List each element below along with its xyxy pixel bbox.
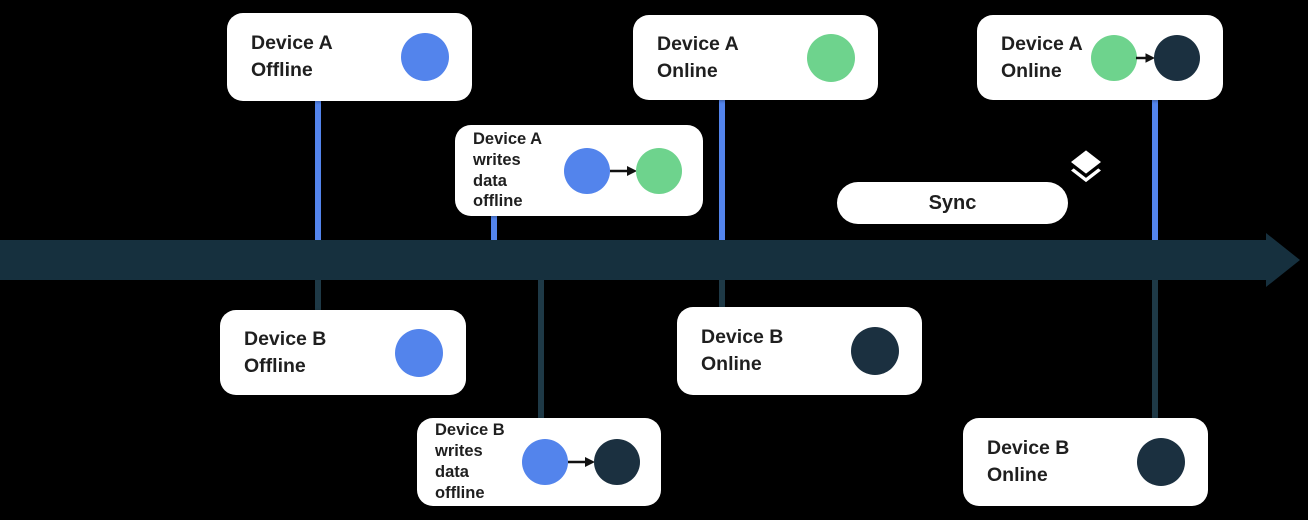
card-line: writes [473,150,521,169]
state-dots [395,328,443,377]
offline-state-dot-icon [401,33,449,81]
state-dots [851,327,899,375]
connector-device-b-offline [315,278,321,313]
transition-arrow-icon [610,165,637,176]
card-line: data [473,171,507,190]
card-device-b-offline: Device B Offline [220,310,466,395]
card-line: Device A [473,129,543,148]
card-line: writes [435,442,483,461]
sync-label: Sync [928,191,977,214]
card-line: Online [987,464,1048,486]
card-label: Device A writes data offline [473,129,542,212]
offline-state-dot-icon [522,439,568,485]
card-label: Device A Online [1001,31,1083,85]
state-dots [807,33,855,82]
card-device-b-writes-data-offline: Device B writes data offline [417,418,661,506]
state-dots [522,439,640,485]
card-device-b-online-mid: Device B Online [677,307,922,395]
timeline-arrow [0,233,1300,287]
connector-device-a-online-right [1152,98,1158,242]
online-state-dot-icon [636,147,682,194]
online-state-dot-icon [807,33,855,82]
card-label: Device B writes data offline [435,420,505,503]
transition-arrow-icon [1136,52,1155,63]
card-line: data [435,463,469,481]
connector-device-b-online-right [1152,278,1158,420]
card-device-a-online-right: Device A Online [977,15,1223,100]
card-line: Online [1001,59,1062,82]
synced-state-dot-icon [1154,34,1200,81]
card-line: Offline [251,59,313,81]
connector-device-b-online-mid [719,278,725,310]
card-line: offline [435,483,485,502]
online-state-dot-icon [1091,34,1137,81]
connector-device-b-writes [538,278,544,420]
state-dots [401,33,449,81]
card-label: Device B Online [701,324,783,378]
card-line: Device A [251,32,333,55]
card-line: Device B [435,421,505,440]
card-device-a-offline: Device A Offline [227,13,472,101]
card-line: Offline [244,354,306,377]
card-line: Online [701,353,762,375]
layers-icon [1071,150,1101,183]
card-line: Device A [657,32,739,55]
card-label: Device B Offline [244,326,326,380]
card-label: Device A Offline [251,30,333,84]
state-dots [564,147,682,194]
state-dots [1091,34,1200,81]
card-device-a-online-mid: Device A Online [633,15,878,100]
card-label: Device B Online [987,435,1069,489]
card-label: Device A Online [657,31,739,85]
offline-state-dot-icon [395,328,443,377]
sync-pill: Sync [837,182,1068,224]
offline-state-dot-icon [564,147,610,194]
card-line: Device B [987,437,1070,460]
card-line: Online [657,59,718,82]
online-state-dot-icon [851,327,899,375]
transition-arrow-icon [568,457,595,467]
connector-device-a-online-mid [719,98,725,242]
synced-state-dot-icon [594,439,640,485]
card-device-b-online-right: Device B Online [963,418,1208,506]
card-device-a-writes-data-offline: Device A writes data offline [455,125,703,216]
card-line: Device B [244,327,327,350]
online-state-dot-icon [1137,438,1185,486]
connector-device-a-offline [315,98,321,242]
card-line: offline [473,192,523,211]
state-dots [1137,438,1185,486]
card-line: Device B [701,326,784,349]
card-line: Device A [1001,32,1083,55]
connector-device-a-writes [491,212,497,243]
